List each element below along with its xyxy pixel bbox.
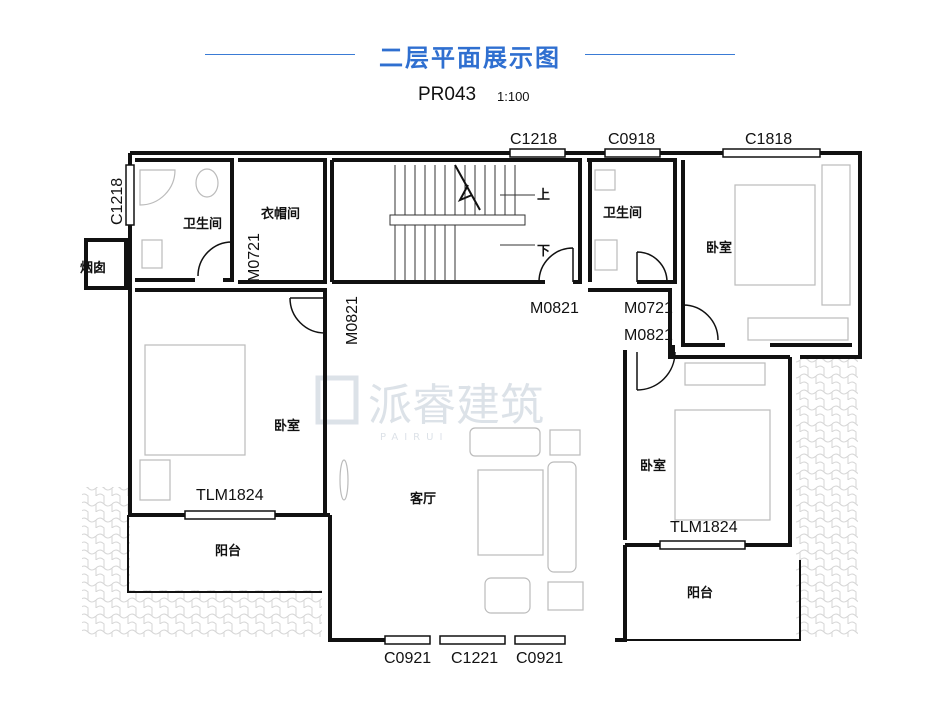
- window-c0921-b: [514, 635, 566, 645]
- room-bath-right: 卫生间: [603, 205, 642, 221]
- bed-se: [674, 409, 771, 521]
- label-m0721-right: M0721: [624, 300, 673, 317]
- toilet-left: [195, 168, 219, 198]
- sink-right: [594, 239, 618, 271]
- stair-down-label: 下: [537, 244, 550, 259]
- bed-ne: [734, 184, 816, 286]
- room-bedroom-w: 卧室: [274, 418, 300, 434]
- end-table: [547, 581, 584, 611]
- room-closet: 衣帽间: [261, 206, 300, 222]
- room-living: 客厅: [410, 491, 436, 507]
- staircase: [389, 164, 535, 280]
- label-c0918-top: C0918: [608, 131, 655, 148]
- room-flue: 烟囱: [80, 260, 106, 276]
- fixtures: [139, 164, 851, 614]
- side-table: [549, 429, 581, 456]
- door-swings: [197, 241, 719, 391]
- sofa-top: [469, 427, 541, 457]
- label-c0921-b: C0921: [516, 650, 563, 667]
- dresser-se: [684, 362, 766, 386]
- sofa-right: [547, 461, 577, 573]
- label-c1218-left: C1218: [109, 178, 126, 225]
- walls: [84, 151, 862, 642]
- window-c0918-top: [604, 148, 661, 158]
- tv-stand: [339, 459, 349, 501]
- watermark-brand: 派睿建筑: [368, 380, 544, 431]
- watermark-logo: [315, 375, 359, 425]
- window-c1218-top: [509, 148, 566, 158]
- bed-w: [144, 344, 246, 456]
- label-tlm1824-right: TLM1824: [670, 519, 738, 536]
- door-m0821-left: [289, 297, 326, 334]
- room-bedroom-se: 卧室: [640, 458, 666, 474]
- room-balcony-left: 阳台: [215, 543, 241, 559]
- shower-left: [139, 169, 176, 206]
- label-tlm1824-left: TLM1824: [196, 487, 264, 504]
- room-bath-left: 卫生间: [183, 216, 222, 232]
- stair-up-label: 上: [537, 188, 550, 203]
- plan-scale: 1:100: [497, 89, 530, 104]
- window-c0921-a: [384, 635, 431, 645]
- door-tlm1824-right: [659, 540, 746, 550]
- window-c1218-left: [125, 164, 135, 226]
- title-rule-right: [585, 54, 735, 55]
- label-m0821-right: M0821: [624, 327, 673, 344]
- room-bedroom-ne: 卧室: [706, 240, 732, 256]
- header: 二层平面展示图 PR043 1:100: [0, 0, 940, 110]
- window-c1221: [439, 635, 506, 645]
- label-c1818-top: C1818: [745, 131, 792, 148]
- label-c1221: C1221: [451, 650, 498, 667]
- nightstand-w: [139, 459, 171, 501]
- door-m0821-right-a: [682, 304, 719, 341]
- fixture-right-a: [594, 169, 616, 191]
- title-rule-left: [205, 54, 355, 55]
- sink-left: [141, 239, 163, 269]
- balcony-right-tiles: [796, 357, 858, 637]
- plan-code: PR043: [418, 84, 477, 105]
- door-m0721-left: [197, 241, 233, 277]
- watermark: 派睿建筑 PAIRUI: [315, 375, 544, 443]
- label-m0821-stair: M0821: [530, 300, 579, 317]
- watermark-sub: PAIRUI: [380, 432, 448, 443]
- door-tlm1824-left: [184, 510, 276, 520]
- label-c0921-a: C0921: [384, 650, 431, 667]
- page-title: 二层平面展示图: [379, 44, 561, 72]
- armchair: [484, 577, 531, 614]
- door-m0821-stair: [538, 247, 574, 283]
- wardrobe-ne: [821, 164, 851, 306]
- room-balcony-right: 阳台: [687, 585, 713, 601]
- label-c1218-top: C1218: [510, 131, 557, 148]
- dresser-ne: [747, 317, 849, 341]
- label-m0721-left: M0721: [246, 233, 263, 282]
- coffee-table: [477, 469, 544, 556]
- label-m0821-left: M0821: [344, 296, 361, 345]
- window-c1818-top: [722, 148, 821, 158]
- window-marks: [125, 148, 821, 645]
- balcony-left-tiles-bottom: [82, 590, 322, 637]
- door-m0821-right-b: [636, 351, 676, 391]
- door-m0721-right: [636, 251, 668, 283]
